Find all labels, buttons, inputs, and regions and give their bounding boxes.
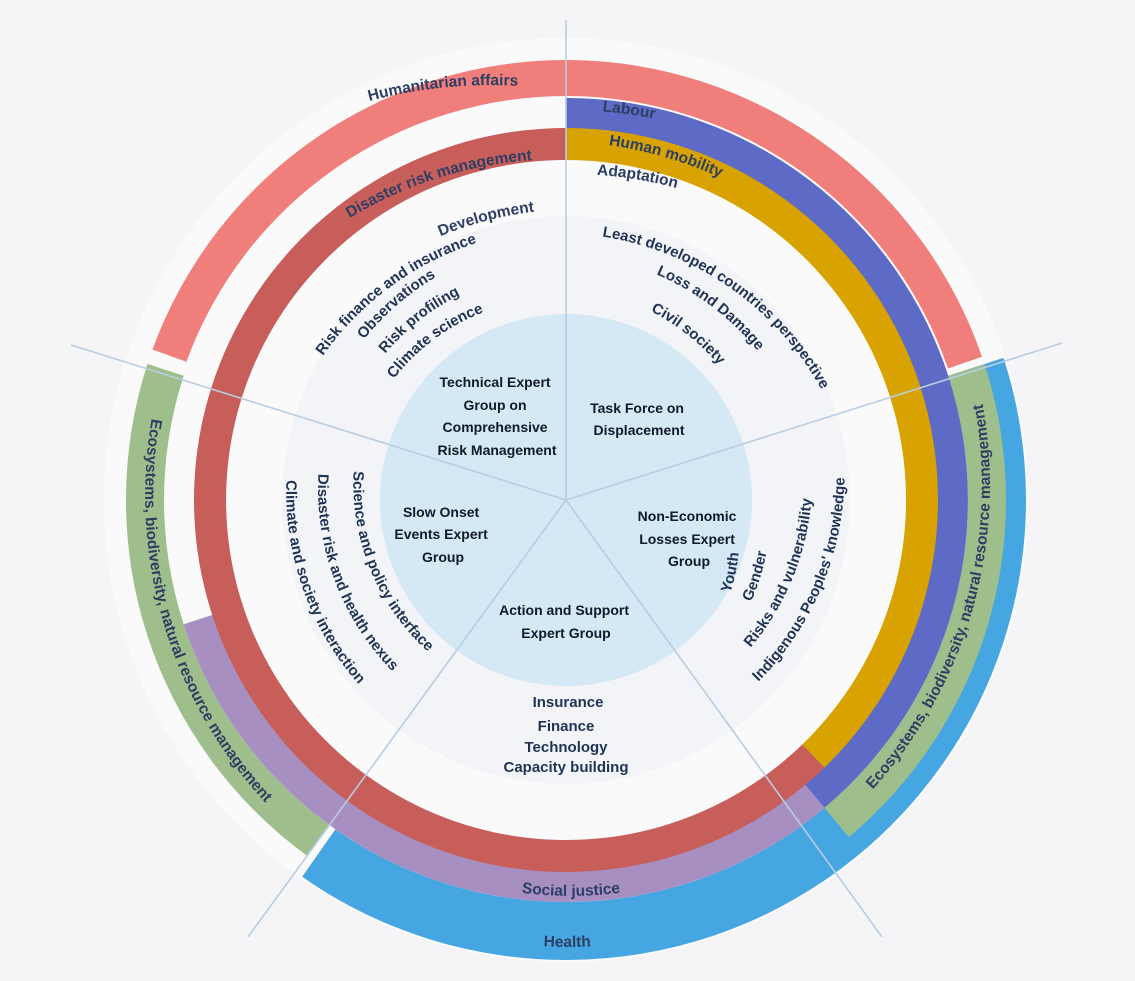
divider-lines [70,20,1063,938]
divider-line-bottom-left [247,499,567,938]
technical-expert-group-label: Technical Expert Group on Comprehensive … [437,374,556,458]
health-label: Health [543,933,591,951]
group-labels: Technical Expert Group on Comprehensive … [394,374,741,641]
social-justice-label: Social justice [521,880,621,900]
ring-ecosystems-left [125,364,330,856]
action-and-support-label: Action and Support Expert Group [499,602,633,641]
topic-insurance: Insurance [533,694,604,711]
topic-finance: Finance [538,718,595,735]
slow-onset-events-label: Slow Onset Events Expert Group [394,504,491,565]
task-force-label: Task Force on Displacement [590,400,688,438]
ring-labour [566,98,968,808]
ring-human-mobility [566,128,938,768]
ring-disaster-risk-management [193,127,825,872]
divider-line-right [565,342,1063,501]
non-economic-losses-label: Non-Economic Losses Expert Group [638,508,741,569]
ring-humanitarian-affairs [152,60,982,369]
topic-capacity-building: Capacity building [503,759,628,776]
ring-ecosystems-right [824,364,1007,838]
divider-line-left [70,344,567,501]
ring-social-justice [183,611,825,902]
topic-technology: Technology [524,739,608,756]
divider-line-bottom-right [565,499,883,938]
